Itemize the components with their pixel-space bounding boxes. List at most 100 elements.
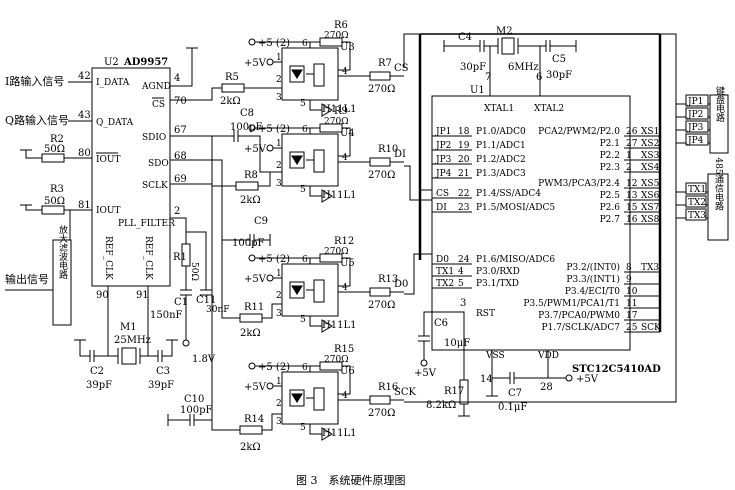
opto-r-out-label: R10 [378,144,398,155]
c8-value: 100pF [230,122,262,133]
mcu-right-net: XS2 [641,139,659,149]
c2-label: C2 [90,366,104,377]
ad9957-chip [91,67,171,287]
mcu-left-num: 24 [458,255,470,265]
r11-label: R11 [244,302,264,313]
opto-supply: +5 (2) [258,38,290,49]
m1-label: M1 [120,322,137,333]
mcu-left-net: CS [436,189,449,199]
mcu-right-label: P2.6 [600,203,621,213]
tx-port [685,195,707,208]
tx-port [685,208,707,221]
pin-43-num: 43 [78,110,91,121]
mcu-right-net: XS6 [641,191,660,201]
opto-pin-num: 1 [276,139,282,149]
wire-c8-u4 [238,135,282,173]
opto-supply: +5 (2) [258,254,290,265]
mcu-left-net: D0 [436,255,449,265]
opto-r-top-label: R12 [334,236,354,247]
opto-vplus-label: +5V [244,274,267,285]
mcu-left-net: JP3 [435,155,452,165]
opto-gnd-icon [321,103,333,117]
wire-r11-u5 [262,303,282,319]
vdd-supply-label: +5V [576,374,599,385]
opto-led-icon [291,393,303,403]
opto-pin-num: 2 [276,291,282,301]
opto-vplus-label: +5V [244,382,267,393]
opto-pin-num: 6 [302,125,308,135]
opto-vplus-terminal [266,144,274,152]
opto-r-top-wire-b [338,257,351,287]
rs485-box [707,173,729,241]
opto-pin-num: 5 [300,99,306,109]
c3-value: 39pF [148,380,174,391]
mcu-left-label: P1.0/ADC0 [476,127,526,137]
opto-led-icon [291,69,303,79]
mcu-right-label: P2.7 [600,215,621,225]
pin-xtal1: XTAL1 [484,104,514,114]
pin-xtal2: XTAL2 [534,104,564,114]
mcu-right-net: TX3 [641,263,659,273]
opto-gnd-icon [321,189,333,203]
pin-68-num: 68 [174,151,187,162]
c9-label: C9 [254,216,268,227]
mcu-right-net: XS3 [641,151,660,161]
crystal-m2 [501,37,515,55]
mcu-right-num: 11 [626,299,637,309]
pin-rst: RST [476,309,495,319]
wire-sclk-r14 [170,183,240,431]
jp-port [685,133,709,146]
opto-supply: +5 (2) [258,362,290,373]
opto-r-top-label: R9 [334,106,348,117]
wire-r8-u4 [258,172,271,187]
r14-value: 2kΩ [240,442,261,453]
keyboard-box [709,94,729,154]
m1-value: 25MHz [114,335,151,346]
r1-label: R1 [173,252,187,263]
c6-label: C6 [434,318,448,329]
mcu-right-num: 13 [626,191,638,201]
mcu-right-label: P2.3 [600,163,621,173]
jp-port-label: JP1 [687,97,703,107]
wire-c2-gnd [79,340,90,357]
r3-label: R3 [50,184,64,195]
opto-r-top-wire-b [338,127,351,157]
opto-r-top-value: 270Ω [324,117,349,127]
opto-led-box [289,389,305,407]
mcu-left-net: JP1 [435,127,451,137]
mcu-left-label: P1.6/MISO/ADC6 [476,255,555,265]
opto-r-top-label: R6 [334,20,348,31]
opto-led-icon [291,285,303,295]
opto-r-top-value: 270Ω [324,31,349,41]
bus-cs [403,33,432,191]
pin-vss: VSS [485,351,505,361]
c4-value: 30pF [460,62,486,73]
m2-value: 6MHz [508,62,539,73]
mcu-left-num: 22 [458,189,469,199]
mcu-right-num: 16 [626,215,638,225]
opto-ref: U3 [340,42,355,53]
output-signal-label: 输出信号 [5,272,49,286]
wire-sdio-r8 [211,136,236,187]
opto-pin-num: 1 [276,53,282,63]
opto-vplus-label: +5V [244,58,267,69]
wire-agnd [170,48,193,87]
jp-port [685,94,709,107]
pin-sclk: SCLK [142,181,168,191]
opto-part: H11L1 [322,320,356,331]
opto-vplus-terminal [266,58,274,66]
ad9957-ref: U2 [104,57,119,68]
opto-pin-num: 2 [276,75,282,85]
mcu-right-label: P3.2/(INT0) [566,262,620,273]
opto-pin-num: 6 [302,255,308,265]
mcu-left-num: 19 [458,141,470,151]
pin-sdo: SDO [148,159,169,169]
opto-r-out-value: 270Ω [368,84,395,95]
i-signal-label: I路输入信号 [5,74,64,88]
opto-detector [313,279,325,303]
pin-cs: CS [152,100,165,110]
opto-net-label: SCK [394,387,417,398]
